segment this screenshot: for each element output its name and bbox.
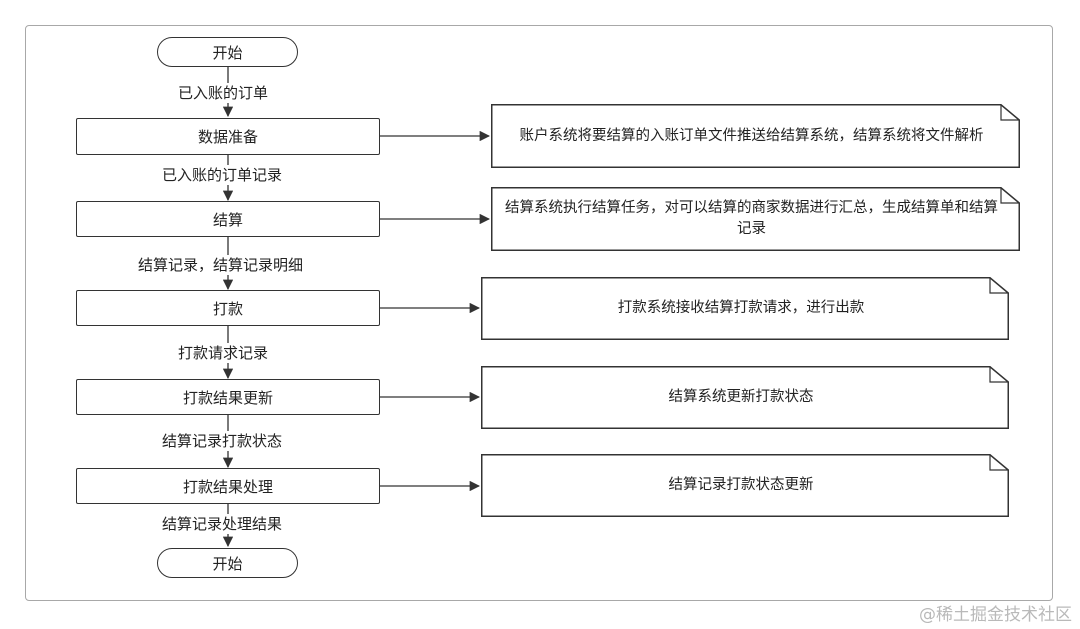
note-text: 结算记录打款状态更新 [668,477,814,493]
note-data-prep: 账户系统将要结算的入账订单文件推送给结算系统，结算系统将文件解析 [491,104,1020,168]
note-text: 结算系统更新打款状态 [668,389,814,405]
note-payment-result-process: 结算记录打款状态更新 [481,454,1009,517]
note-text: 结算系统执行结算任务，对可以结算的商家数据进行汇总，生成结算单和结算记录 [505,200,998,237]
step-payment: 打款 [76,290,380,326]
edge-label: 打款请求记录 [176,343,271,363]
note-shape [491,104,1020,168]
note-payment: 打款系统接收结算打款请求，进行出款 [481,277,1009,340]
note-settlement: 结算系统执行结算任务，对可以结算的商家数据进行汇总，生成结算单和结算记录 [491,187,1020,251]
edge-label: 已入账的订单 [176,83,271,103]
step-label: 打款 [212,299,243,318]
note-payment-result-update: 结算系统更新打款状态 [481,366,1009,429]
step-data-prep: 数据准备 [76,118,380,155]
step-label: 数据准备 [197,128,258,146]
edge-label: 结算记录打款状态 [160,431,285,451]
step-payment-result-update: 打款结果更新 [76,379,380,415]
note-text: 账户系统将要结算的入账订单文件推送给结算系统，结算系统将文件解析 [519,127,984,144]
diagram-frame [25,25,1053,601]
end-label: 开始 [212,554,243,573]
step-label: 打款结果处理 [182,477,273,496]
note-shape [481,277,1009,340]
watermark: @稀土掘金技术社区 [919,605,1072,625]
note-shape [481,366,1009,429]
note-text: 打款系统接收结算打款请求，进行出款 [617,300,865,316]
end-node: 开始 [157,548,298,578]
start-node: 开始 [157,37,298,67]
note-shape [481,454,1009,517]
step-payment-result-process: 打款结果处理 [76,468,380,504]
step-label: 结算 [212,210,243,229]
start-label: 开始 [212,43,243,62]
edge-label: 结算记录处理结果 [160,514,285,534]
step-label: 打款结果更新 [182,388,273,407]
step-settlement: 结算 [76,201,380,237]
note-shape [491,187,1020,251]
edge-label: 已入账的订单记录 [160,165,285,185]
edge-label: 结算记录，结算记录明细 [136,255,306,275]
